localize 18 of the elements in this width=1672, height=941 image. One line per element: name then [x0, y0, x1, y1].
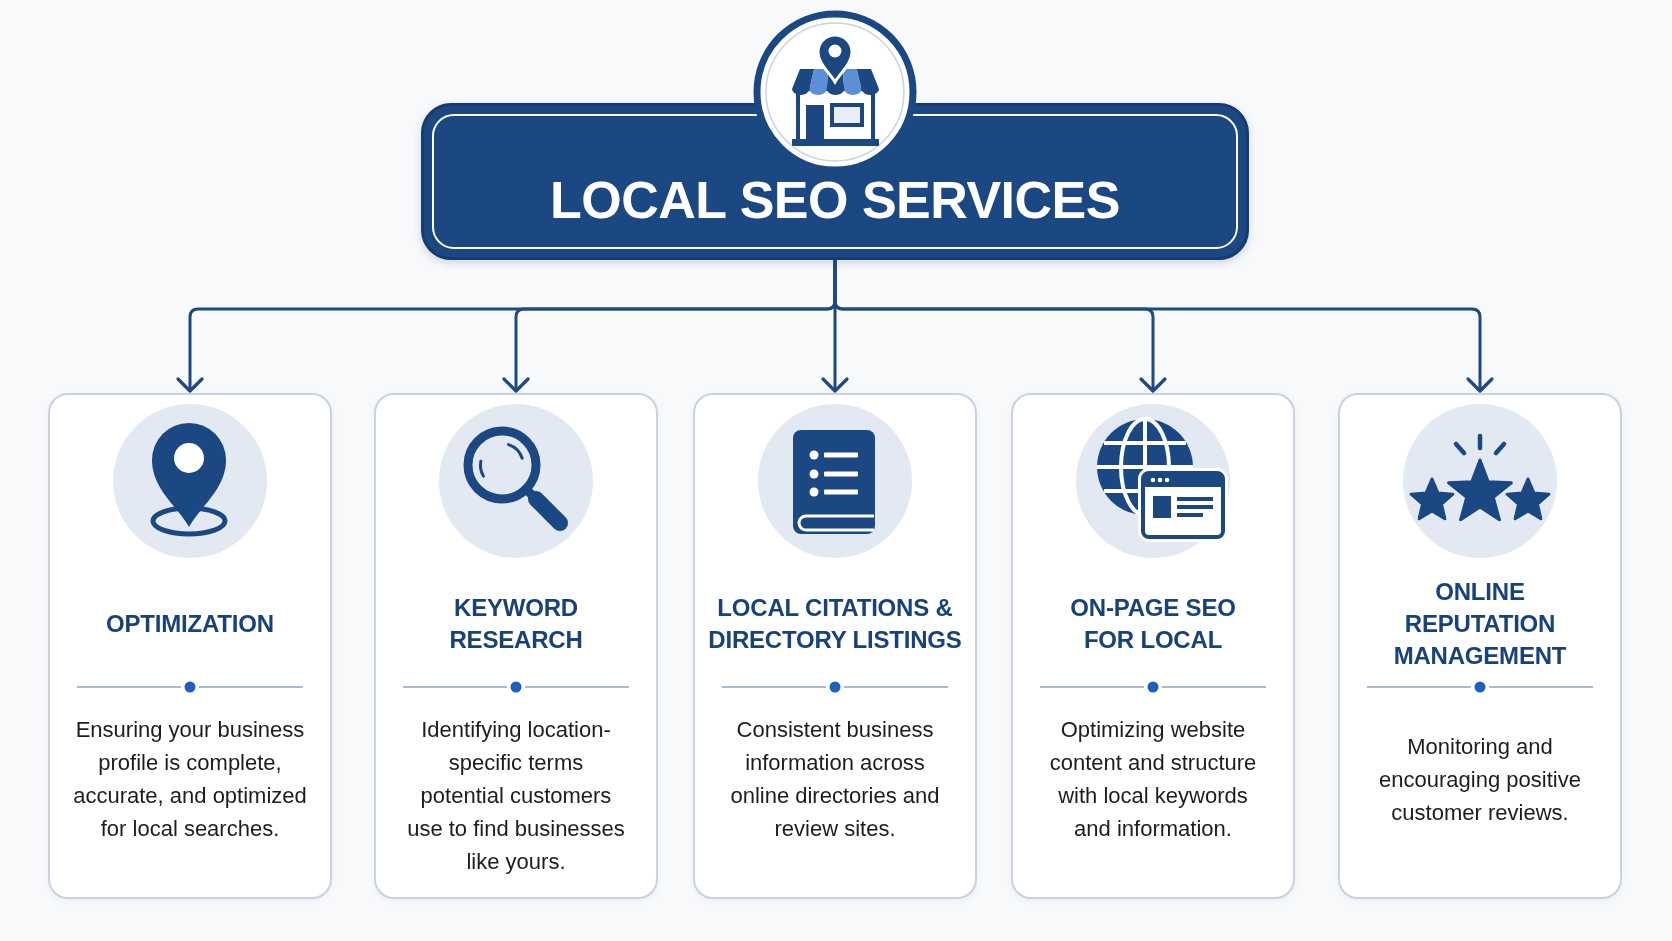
card-title: KEYWORD RESEARCH: [448, 593, 584, 655]
card-title: LOCAL CITATIONS & DIRECTORY LISTINGS: [707, 593, 963, 655]
service-card: [1338, 393, 1622, 899]
card-title: ONLINE REPUTATION MANAGEMENT: [1392, 577, 1568, 671]
service-card: [693, 393, 977, 899]
card-description: Ensuring your business profile is complete, accurate, and optimized for local searches.: [72, 716, 308, 843]
card-title: OPTIMIZATION: [105, 609, 275, 639]
arrow: [833, 260, 1494, 393]
banner-title: LOCAL SEO SERVICES: [550, 174, 1120, 226]
title-banner: [421, 103, 1249, 260]
card-description: Identifying location-specific terms potential customers use to find businesses like yours.: [406, 716, 626, 876]
card-title: ON-PAGE SEO FOR LOCAL: [1069, 593, 1237, 655]
card-description: Consistent business information across online directories and review sites.: [729, 716, 941, 843]
card-description: Optimizing website content and structure with local keywords and information.: [1048, 716, 1258, 843]
service-card: [374, 393, 658, 899]
service-card: [1011, 393, 1295, 899]
card-description: Monitoring and encouraging positive customer reviews.: [1378, 732, 1582, 827]
service-card: [48, 393, 332, 899]
